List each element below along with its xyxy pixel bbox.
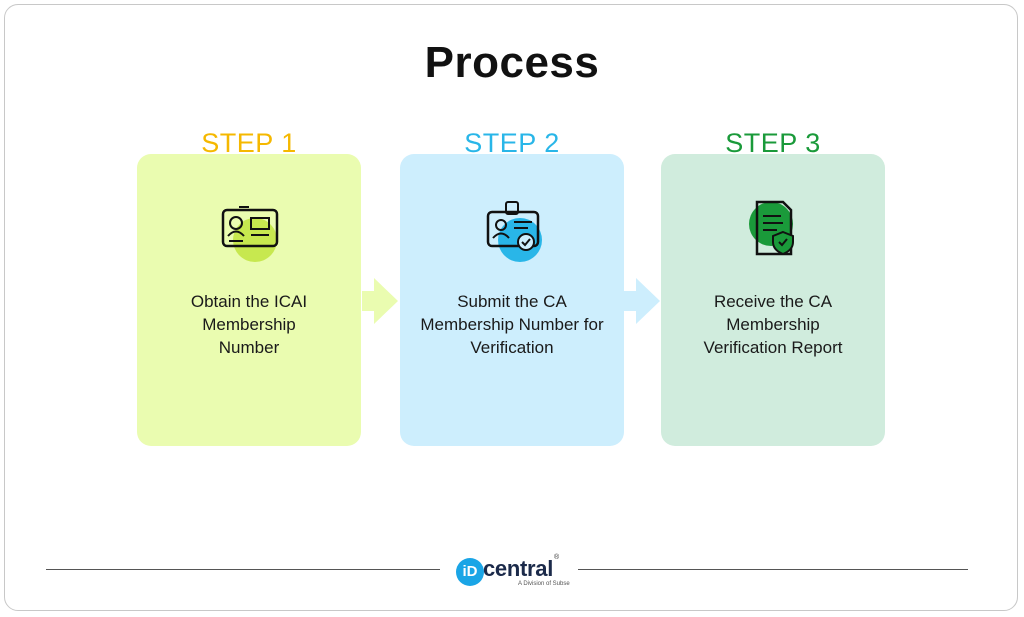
report-shield-icon <box>749 200 794 256</box>
step-3-label: STEP 3 <box>725 128 821 158</box>
step-3-icon-wrap <box>661 196 885 266</box>
arrow-right-icon <box>624 278 660 324</box>
registered-mark: ® <box>554 554 560 561</box>
step-1-label: STEP 1 <box>201 128 297 158</box>
step-1-text: Obtain the ICAI Membership Number <box>190 292 308 357</box>
id-card-icon <box>221 206 279 262</box>
step-2-icon-wrap <box>400 196 624 266</box>
step-3-text: Receive the CA Membership Verification R… <box>703 292 843 357</box>
logo-text: central <box>483 556 554 581</box>
arrow-right-icon <box>362 278 398 324</box>
step-1-card <box>137 154 361 446</box>
logo-mark: iD <box>456 558 484 586</box>
step-2-label: STEP 2 <box>464 128 560 158</box>
footer-divider-right <box>578 569 968 570</box>
brand-logo: iD central A Division of Subse ® <box>456 554 570 592</box>
logo-subtitle: A Division of Subse <box>518 581 570 587</box>
step-2-text: Submit the CA Membership Number for Veri… <box>420 292 604 357</box>
step-1-icon-wrap <box>137 196 361 266</box>
id-badge-check-icon <box>486 201 542 262</box>
footer-divider-left <box>46 569 440 570</box>
page-title: Process <box>424 38 600 87</box>
